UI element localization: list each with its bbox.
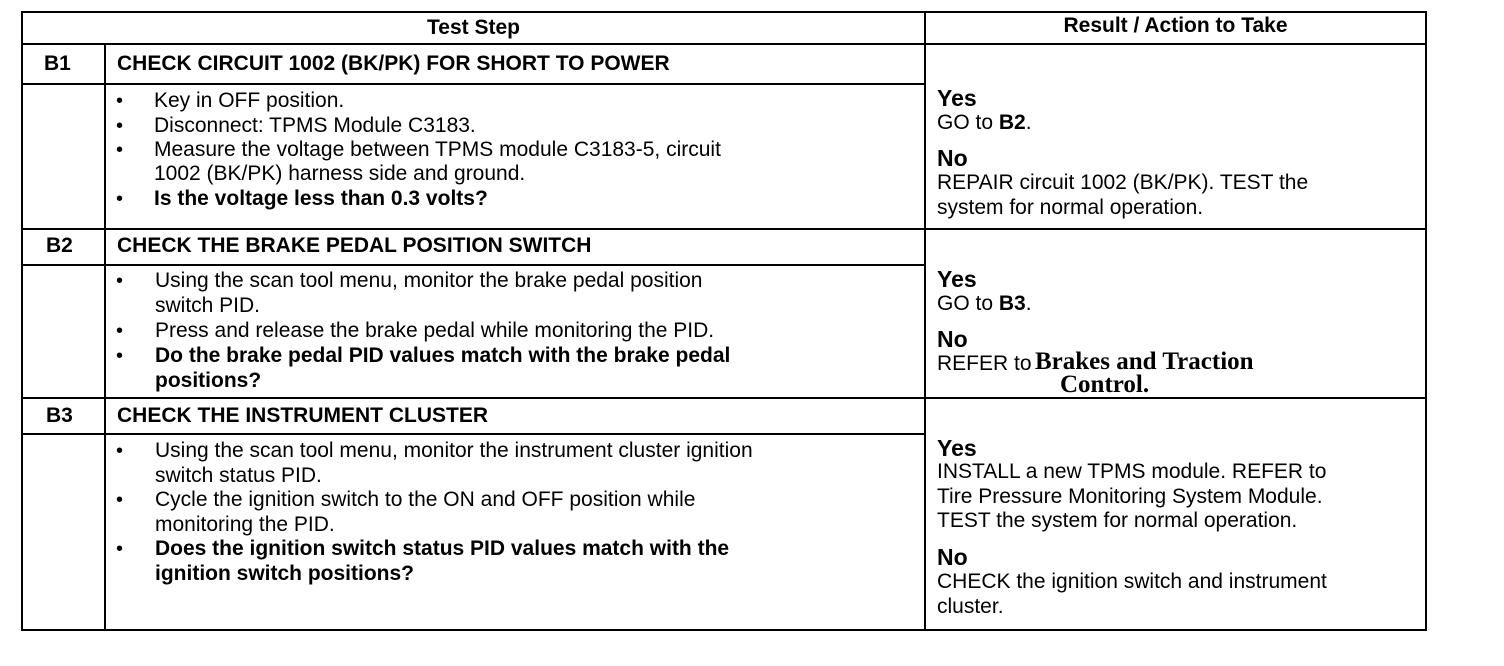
step-line: switch status PID. [155, 464, 322, 487]
step-title: CHECK THE BRAKE PEDAL POSITION SWITCH [117, 234, 592, 257]
step-title: CHECK THE INSTRUMENT CLUSTER [117, 404, 488, 427]
bullet: • [116, 270, 124, 292]
header-divider [21, 43, 1427, 45]
bullet: • [116, 489, 124, 511]
yes-label: Yes [937, 266, 977, 292]
bullet: • [116, 345, 124, 367]
b3-id-divider [104, 399, 106, 630]
table-border-right [1425, 11, 1427, 631]
step-line: switch PID. [155, 294, 261, 317]
step-line: 1002 (BK/PK) harness side and ground. [154, 162, 526, 185]
no-label: No [937, 326, 968, 352]
yes-action: Tire Pressure Monitoring System Module. [937, 485, 1323, 508]
step-line: Cycle the ignition switch to the ON and … [155, 488, 696, 511]
table-border-top [21, 11, 1427, 13]
b2-id-divider [104, 230, 106, 398]
b2-row-bottom [21, 397, 1427, 399]
step-question: positions? [155, 369, 262, 392]
step-line: Disconnect: TPMS Module C3183. [154, 114, 476, 137]
no-action: cluster. [937, 595, 1004, 618]
yes-label: Yes [937, 85, 977, 111]
column-divider [924, 11, 926, 631]
no-action: REPAIR circuit 1002 (BK/PK). TEST the [937, 171, 1309, 194]
yes-action: GO to B3. [937, 292, 1032, 315]
step-question: Does the ignition switch status PID valu… [155, 537, 730, 560]
step-id: B1 [44, 52, 71, 75]
yes-action: GO to B2. [937, 111, 1032, 134]
b2-title-bottom [21, 264, 925, 266]
no-action: REFER to [937, 352, 1032, 375]
b1-row-bottom [21, 228, 1427, 230]
step-line: Using the scan tool menu, monitor the in… [155, 439, 753, 462]
header-test-step: Test Step [427, 16, 520, 39]
no-action: CHECK the ignition switch and instrument [937, 570, 1327, 593]
header-result-action: Result / Action to Take [1063, 14, 1288, 37]
yes-action: INSTALL a new TPMS module. REFER to [937, 460, 1327, 483]
table-border-left [21, 11, 23, 631]
manual-reference[interactable]: Brakes and Traction [1035, 348, 1254, 375]
step-line: Press and release the brake pedal while … [155, 319, 715, 342]
step-question: Do the brake pedal PID values match with… [155, 344, 731, 367]
bullet: • [116, 188, 124, 210]
bullet: • [116, 320, 124, 342]
yes-action: TEST the system for normal operation. [937, 509, 1298, 532]
bullet: • [116, 139, 124, 161]
step-line: monitoring the PID. [155, 513, 335, 536]
b1-id-divider [104, 45, 106, 229]
no-label: No [937, 544, 968, 570]
bullet: • [116, 440, 124, 462]
no-label: No [937, 145, 968, 171]
step-line: Using the scan tool menu, monitor the br… [155, 269, 703, 292]
manual-reference[interactable]: Control. [1060, 371, 1150, 398]
step-id: B2 [46, 234, 73, 257]
bullet: • [116, 538, 124, 560]
step-question: Is the voltage less than 0.3 volts? [154, 187, 488, 210]
step-line: Measure the voltage between TPMS module … [154, 138, 721, 161]
step-title: CHECK CIRCUIT 1002 (BK/PK) FOR SHORT TO … [117, 52, 670, 75]
step-question: ignition switch positions? [155, 562, 414, 585]
yes-label: Yes [937, 435, 977, 461]
bullet: • [116, 90, 124, 112]
b1-title-bottom [21, 83, 925, 85]
no-action: system for normal operation. [937, 196, 1204, 219]
bullet: • [116, 115, 124, 137]
step-id: B3 [46, 404, 73, 427]
table-border-bottom [21, 629, 1427, 631]
step-line: Key in OFF position. [154, 89, 345, 112]
b3-title-bottom [21, 433, 925, 435]
